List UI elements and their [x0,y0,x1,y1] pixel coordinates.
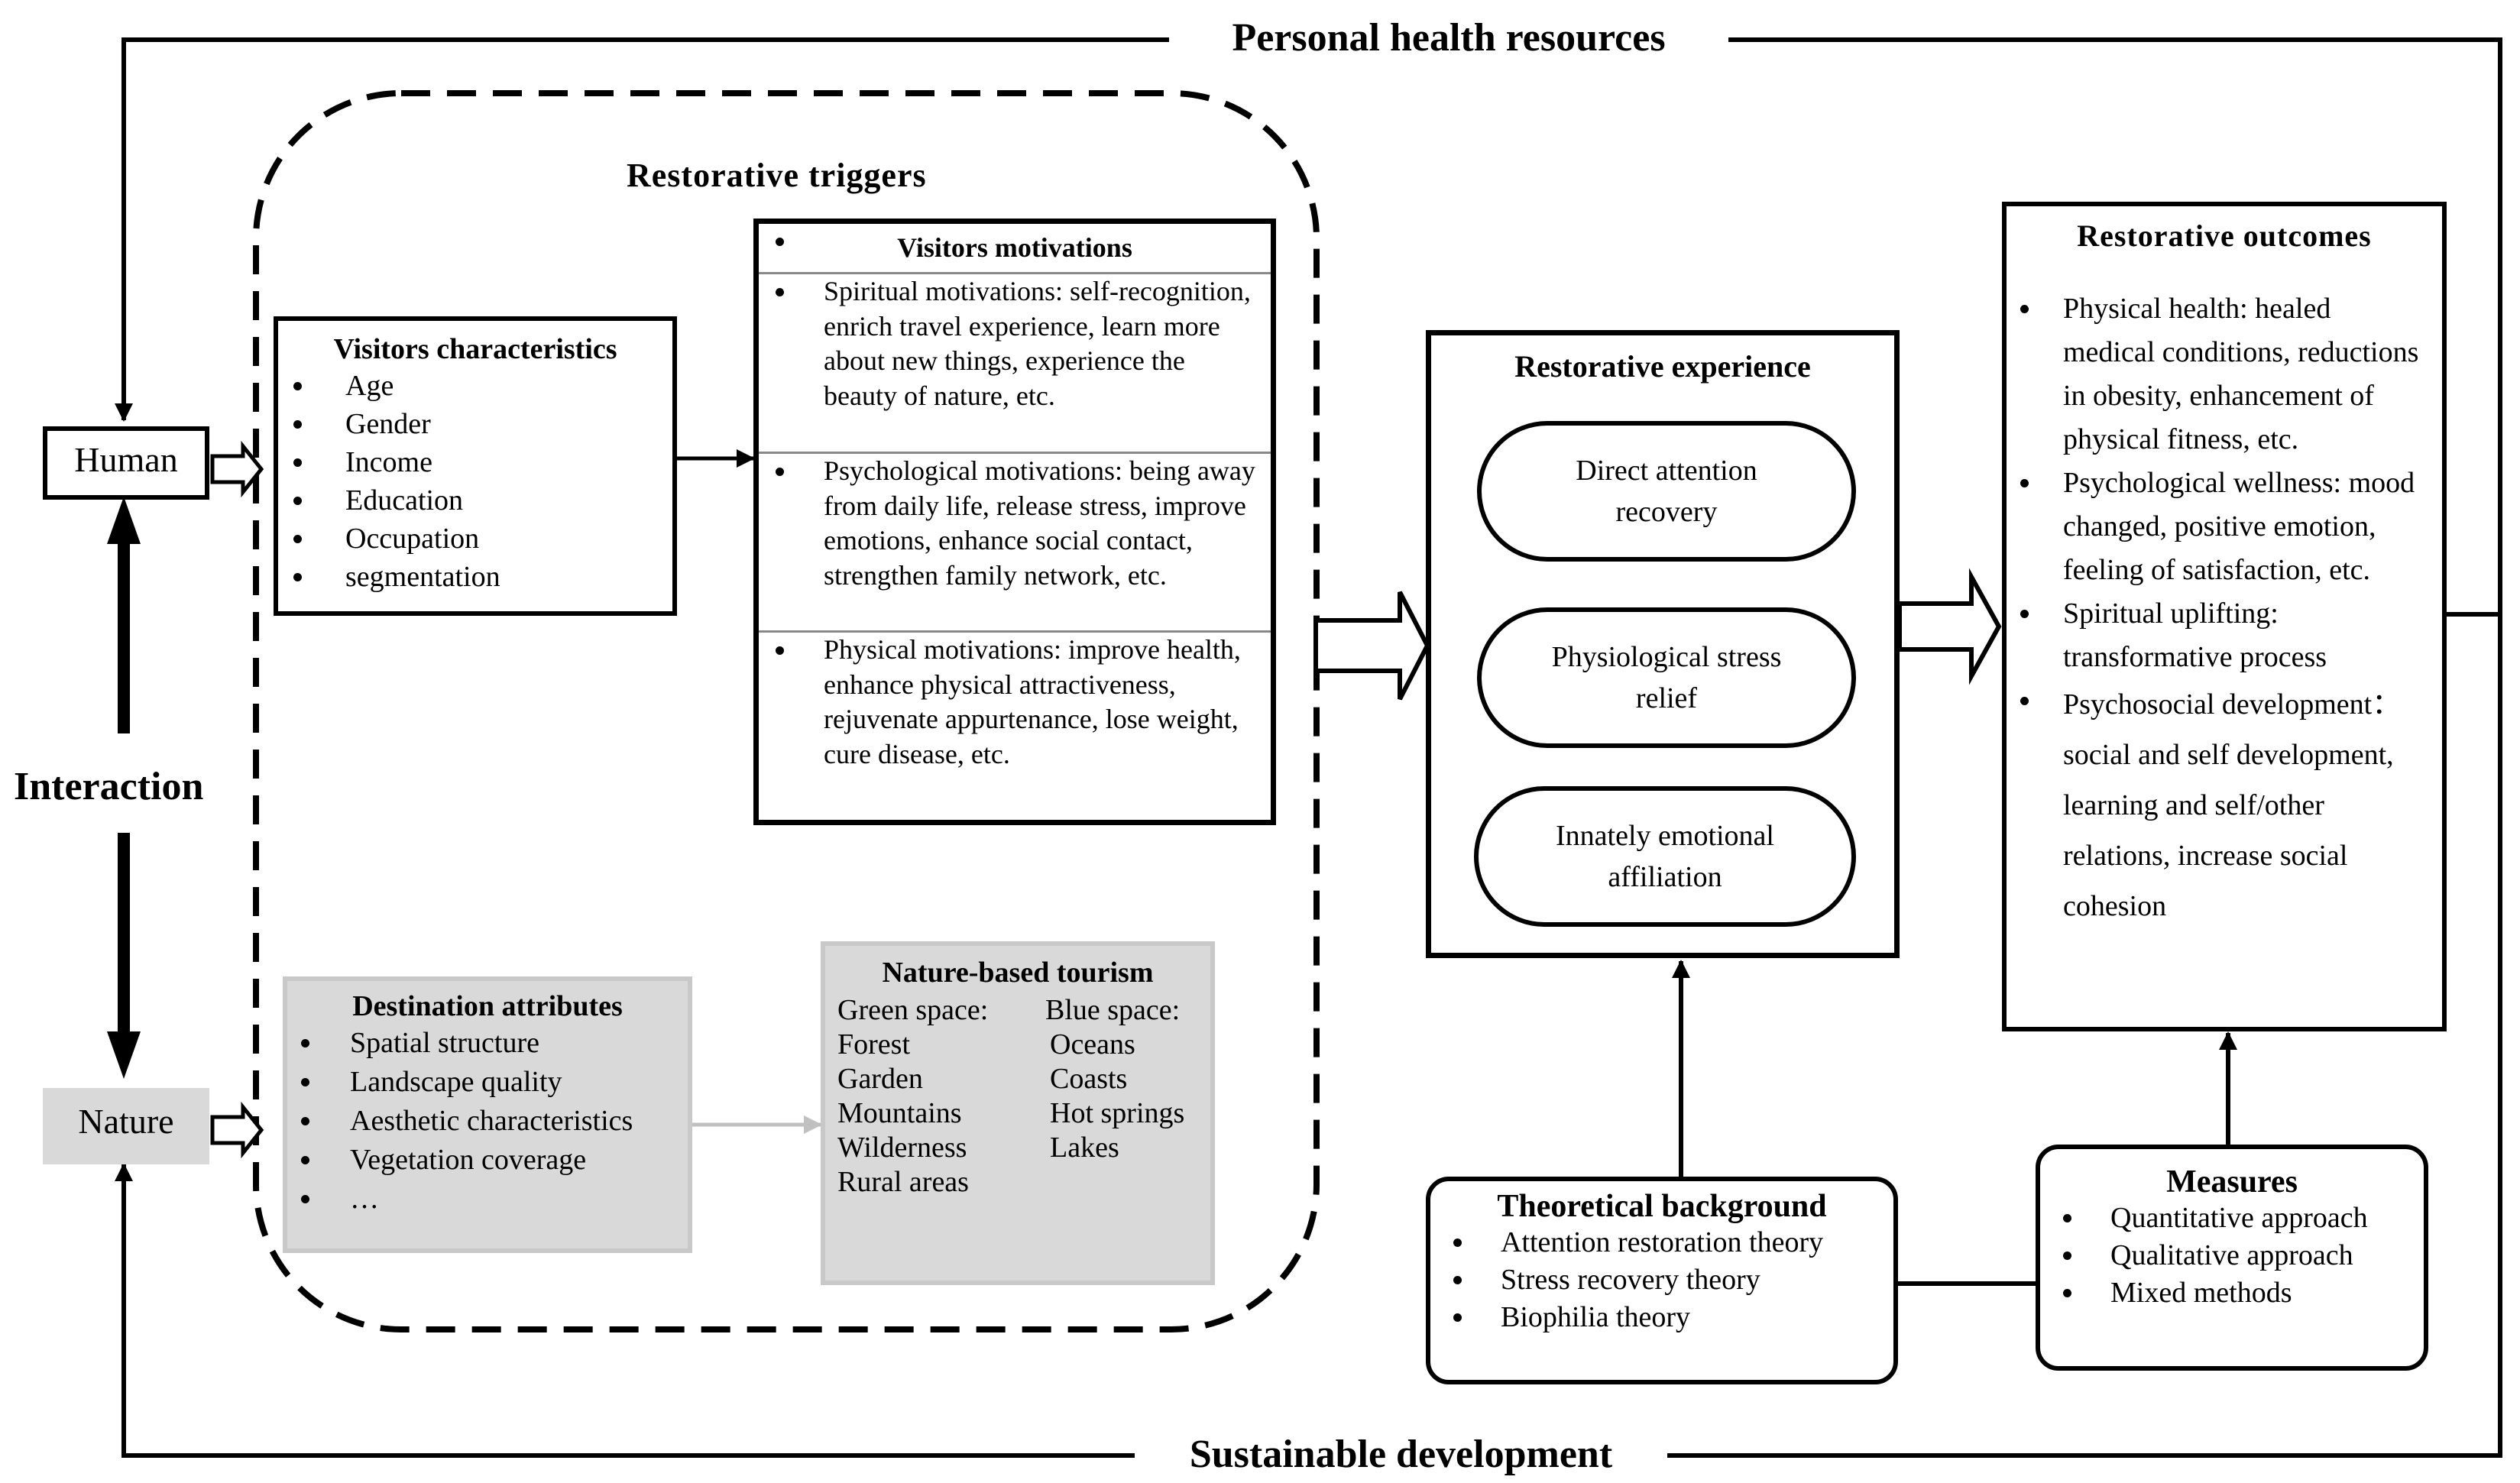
measures-box: Measures Quantitative approach Qualitati… [2036,1145,2428,1371]
blue-space-title: Blue space: [1045,994,1181,1026]
list-item: Wilderness [837,1132,967,1164]
restorative-triggers-label: Restorative triggers [627,157,927,194]
human-node: Human [43,426,209,500]
direct-attention-recovery-pill: Direct attention recovery [1477,421,1856,562]
list-item: Education [278,481,672,520]
list-item: Spiritual motivations: self-recognition,… [759,274,1271,413]
list-item: Physical motivations: improve health, en… [759,633,1271,772]
list-item: Coasts [1050,1063,1128,1095]
blue-space-column: Blue space: Oceans Coasts Hot springs La… [1045,993,1184,1165]
list-item: Quantitative approach [2040,1200,2424,1237]
measures-title: Measures [2166,1164,2298,1200]
list-item: Age [278,367,672,405]
list-item: Lakes [1050,1132,1119,1164]
top-frame-line-right [1667,37,2502,1458]
spiritual-motivations-section: Spiritual motivations: self-recognition,… [759,274,1271,452]
destination-attributes-list: Spatial structure Landscape quality Aest… [287,1024,688,1219]
nature-based-tourism-box: Nature-based tourism Green space: Forest… [821,941,1215,1285]
theoretical-background-box: Theoretical background Attention restora… [1426,1177,1898,1384]
list-item: Mixed methods [2040,1274,2424,1312]
list-item: Aesthetic characteristics [287,1102,688,1141]
nature-node: Nature [43,1088,209,1164]
list-item: Hot springs [1050,1097,1185,1129]
list-item: Attention restoration theory [1430,1224,1893,1261]
visitors-characteristics-box: Visitors characteristics Age Gender Inco… [274,316,677,616]
visitors-motivations-box: Visitors motivations Spiritual motivatio… [753,219,1276,825]
list-item: Gender [278,405,672,443]
restorative-experience-title: Restorative experience [1514,349,1811,384]
list-item: Oceans [1050,1028,1135,1060]
restorative-outcomes-title: Restorative outcomes [2077,219,2372,253]
list-item: segmentation [278,558,672,596]
theoretical-background-title: Theoretical background [1497,1189,1827,1224]
list-item: Rural areas [837,1166,969,1198]
restorative-outcomes-box: Restorative outcomes Physical health: he… [2002,202,2447,1031]
list-item: Psychological motivations: being away fr… [759,454,1271,593]
visitors-characteristics-title: Visitors characteristics [333,333,617,365]
visitors-characteristics-list: Age Gender Income Education Occupation s… [278,367,672,596]
triggers-to-experience-hollow-arrow [1313,591,1430,701]
list-item: Forest [837,1028,910,1060]
list-item: Biophilia theory [1430,1299,1893,1336]
nature-hollow-arrow [210,1101,264,1159]
restorative-outcomes-list: Physical health: healed medical conditio… [2007,287,2442,931]
green-space-column: Green space: Forest Garden Mountains Wil… [837,993,988,1200]
list-item: Income [278,443,672,481]
restorative-triggers-region [253,90,1320,1332]
measures-list: Quantitative approach Qualitative approa… [2040,1200,2424,1312]
visitors-motivations-title: Visitors motivations [759,224,1271,271]
list-item: Vegetation coverage [287,1141,688,1180]
physiological-stress-relief-pill: Physiological stress relief [1477,607,1856,748]
destination-attributes-box: Destination attributes Spatial structure… [283,976,692,1253]
bottom-frame-line [115,1163,1135,1458]
list-item: Spatial structure [287,1024,688,1063]
innately-emotional-affiliation-pill: Innately emotional affiliation [1474,786,1856,927]
list-item: Landscape quality [287,1063,688,1102]
green-space-title: Green space: [837,994,989,1026]
personal-health-resources-label: Personal health resources [1232,16,1666,60]
top-frame-line-left [115,37,1169,422]
theoretical-background-list: Attention restoration theory Stress reco… [1430,1224,1893,1336]
list-item: Psychosocial development： social and sel… [2007,679,2442,931]
list-item: Psychological wellness: mood changed, po… [2007,461,2442,592]
nature-based-tourism-title: Nature-based tourism [882,957,1154,989]
list-item: Mountains [837,1097,962,1129]
list-item: Qualitative approach [2040,1237,2424,1274]
list-item: Stress recovery theory [1430,1261,1893,1299]
list-item: Garden [837,1063,923,1095]
destination-attributes-title: Destination attributes [352,990,623,1022]
physical-motivations-section: Physical motivations: improve health, en… [759,630,1271,820]
motivations-title-section: Visitors motivations [759,224,1271,274]
psychological-motivations-section: Psychological motivations: being away fr… [759,452,1271,630]
experience-to-outcomes-hollow-arrow [1897,568,2002,685]
human-hollow-arrow [210,440,264,498]
interaction-label: Interaction [14,764,204,810]
list-item: Occupation [278,520,672,558]
list-item: Spiritual uplifting: transformative proc… [2007,592,2442,679]
list-item: Physical health: healed medical conditio… [2007,287,2442,461]
interaction-arrowhead-up [107,497,141,544]
list-item: … [287,1180,688,1219]
interaction-arrowhead-down [107,1031,141,1079]
sustainable-development-label: Sustainable development [1189,1433,1613,1476]
restorative-experience-box: Restorative experience Direct attention … [1426,330,1900,958]
